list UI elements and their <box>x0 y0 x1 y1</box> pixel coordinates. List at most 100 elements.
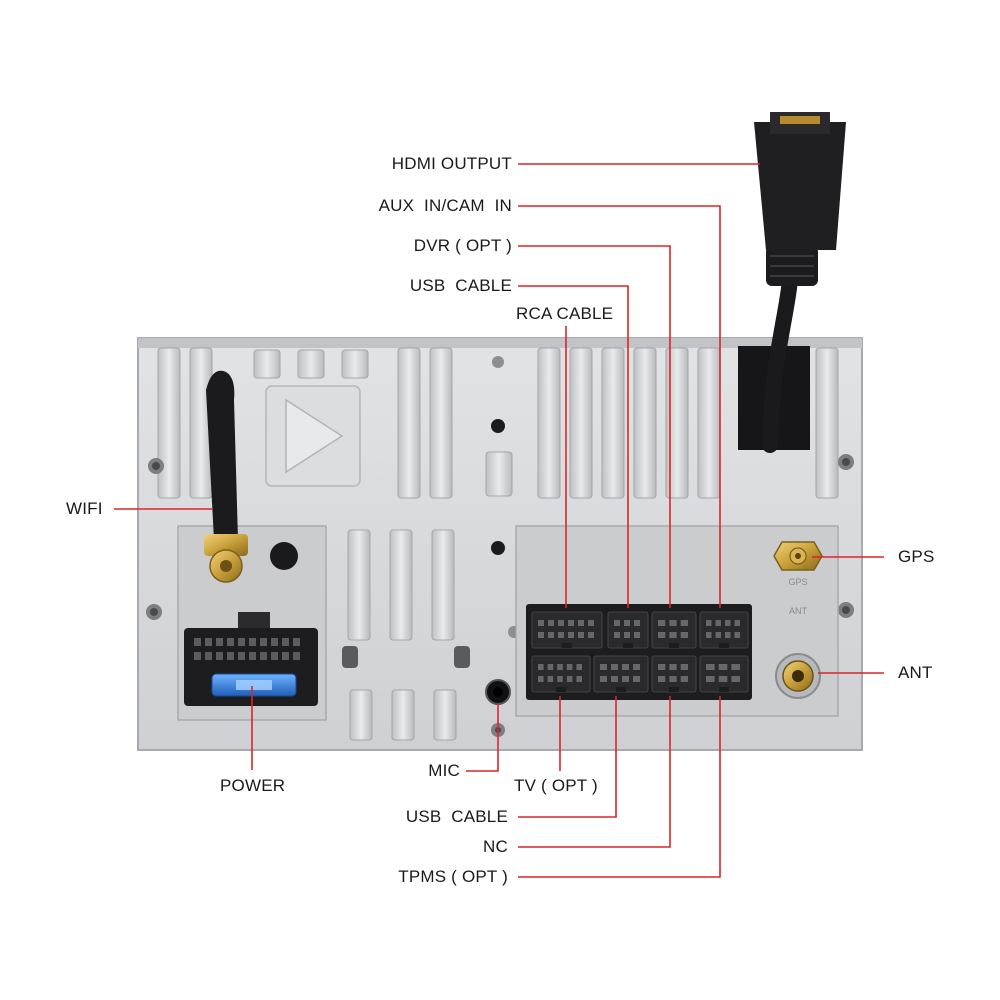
connector-pin <box>548 632 554 638</box>
connector-pin <box>216 652 223 660</box>
connector-block <box>699 655 749 693</box>
label-ant: ANT <box>898 663 933 682</box>
connector-pin <box>538 620 544 626</box>
label-aux-in-cam-in: AUX IN/CAM IN <box>378 196 512 215</box>
connector-pin <box>538 676 544 682</box>
connector-pin <box>680 632 688 638</box>
leader-dvr-opt <box>518 245 671 608</box>
leader-nc <box>518 696 671 848</box>
connector-pin <box>271 652 278 660</box>
connector-pin <box>557 676 563 682</box>
connector-pin <box>669 664 677 670</box>
connector-pin <box>734 620 740 626</box>
connector-latch <box>556 687 566 692</box>
connector-pin <box>718 664 728 670</box>
connector-pin <box>568 632 574 638</box>
connector-pin <box>634 632 640 638</box>
connector-block <box>699 611 749 649</box>
hdmi-cable <box>738 112 846 453</box>
label-hdmi-output: HDMI OUTPUT <box>391 154 512 173</box>
label-rca-cable: RCA CABLE <box>516 304 614 323</box>
connector-pin <box>576 676 582 682</box>
gps-port-mark: GPS <box>788 577 807 587</box>
connector-pin <box>611 664 618 670</box>
connector-pin <box>238 638 245 646</box>
connector-pin <box>205 638 212 646</box>
connector-pin <box>680 676 688 682</box>
connector-pin <box>538 632 544 638</box>
connector-pin <box>600 664 607 670</box>
connector-pin <box>725 632 731 638</box>
connector-pin <box>624 632 630 638</box>
connector-latch <box>669 643 679 648</box>
connector-pin <box>293 638 300 646</box>
connector-pin <box>658 620 666 626</box>
connector-block <box>607 611 649 649</box>
side-bolts <box>342 646 470 668</box>
leader-mic <box>466 704 499 772</box>
leader-lines <box>114 163 884 878</box>
connector-pin <box>578 620 584 626</box>
connector-block <box>651 655 697 693</box>
connector-pin <box>227 652 234 660</box>
connector-pin <box>669 632 677 638</box>
connector-pin <box>557 664 563 670</box>
connector-pin <box>249 638 256 646</box>
power-connector <box>184 612 318 706</box>
connector-pin <box>718 676 728 682</box>
connector-pin <box>282 638 289 646</box>
connector-pin <box>566 664 573 670</box>
connector-pin <box>578 632 584 638</box>
label-gps: GPS <box>898 547 935 566</box>
logo-emboss <box>265 385 361 487</box>
power-connector-pins <box>194 638 300 660</box>
connector-latch <box>719 687 729 692</box>
connector-pin <box>249 652 256 660</box>
connector-pin <box>538 664 544 670</box>
ant-port: ANT <box>775 606 821 699</box>
connector-latch <box>669 687 679 692</box>
leader-tpms-opt <box>518 696 721 878</box>
connector-pin <box>238 652 245 660</box>
connector-pin <box>706 664 715 670</box>
wifi-antenna <box>204 370 248 583</box>
connector-pin <box>658 676 666 682</box>
connector-block <box>531 655 591 693</box>
connector-pin <box>568 620 574 626</box>
connector-pin <box>576 664 582 670</box>
connector-latch <box>719 643 729 648</box>
connector-pin <box>194 652 201 660</box>
connector-latch <box>623 643 633 648</box>
ant-port-mark: ANT <box>789 606 808 616</box>
connector-pin <box>548 620 554 626</box>
connector-pin <box>588 632 594 638</box>
connector-pin <box>622 676 629 682</box>
label-nc: NC <box>483 837 508 856</box>
label-wifi: WIFI <box>66 499 103 518</box>
leader-aux-in-cam-in <box>518 205 721 608</box>
leader-usb-cable-top <box>518 285 629 608</box>
connector-pin <box>706 632 712 638</box>
connector-pin <box>614 620 620 626</box>
connector-pin <box>558 620 564 626</box>
connector-pin <box>680 664 688 670</box>
connector-pin <box>260 652 267 660</box>
label-usb-cable-top: USB CABLE <box>409 276 512 295</box>
connector-pin <box>658 664 666 670</box>
label-power: POWER <box>220 776 286 795</box>
connector-pin <box>634 620 640 626</box>
av-connector-bank <box>526 604 752 700</box>
connector-pin <box>624 620 630 626</box>
connector-pin <box>600 676 607 682</box>
connector-pin <box>558 632 564 638</box>
connector-pin <box>205 652 212 660</box>
connector-pin <box>669 620 677 626</box>
connector-pin <box>547 676 554 682</box>
connector-pin <box>706 676 715 682</box>
connector-pin <box>566 676 573 682</box>
connector-pin <box>725 620 731 626</box>
connector-pin <box>271 638 278 646</box>
av-connector-blocks <box>531 611 749 693</box>
ventilation-fins <box>157 347 839 741</box>
